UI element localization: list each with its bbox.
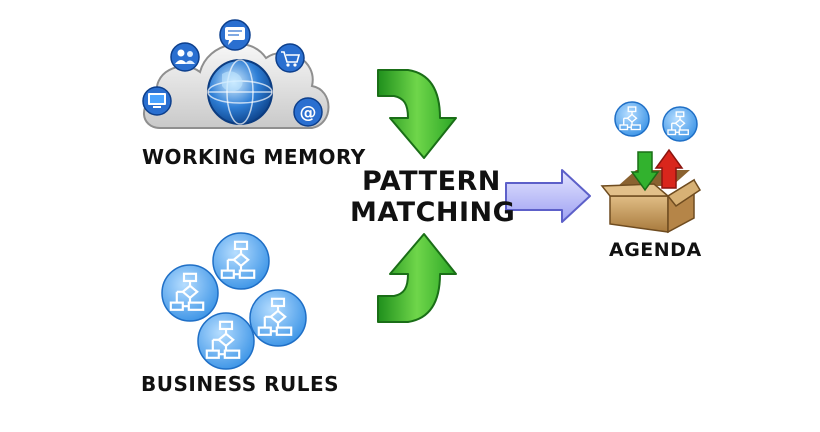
agenda-label: AGENDA [609,239,702,261]
svg-text:@: @ [300,103,317,123]
business-rule-node [197,312,255,370]
chat-icon [219,19,251,51]
pattern-matching-label-line2: MATCHING [350,197,516,228]
business-rule-node [161,264,219,322]
users-icon [170,42,200,72]
shopping-cart-icon [275,43,305,73]
globe-icon [207,59,273,125]
arrow-right-icon [505,169,591,223]
agenda-flowchart-node [614,101,650,137]
red-arrow-out-icon [654,148,684,189]
green-arrow-up-icon [377,233,457,323]
business-rule-node [212,232,270,290]
agenda-flowchart-node [662,106,698,142]
at-sign-icon: @ [293,97,323,127]
business-rule-node [249,289,307,347]
green-arrow-down-icon [377,69,457,159]
computer-icon [142,86,172,116]
working-memory-label: WORKING MEMORY [142,145,366,169]
business-rules-label: BUSINESS RULES [141,372,340,396]
green-arrow-in-icon [630,151,660,192]
pattern-matching-label-line1: PATTERN [362,166,501,197]
